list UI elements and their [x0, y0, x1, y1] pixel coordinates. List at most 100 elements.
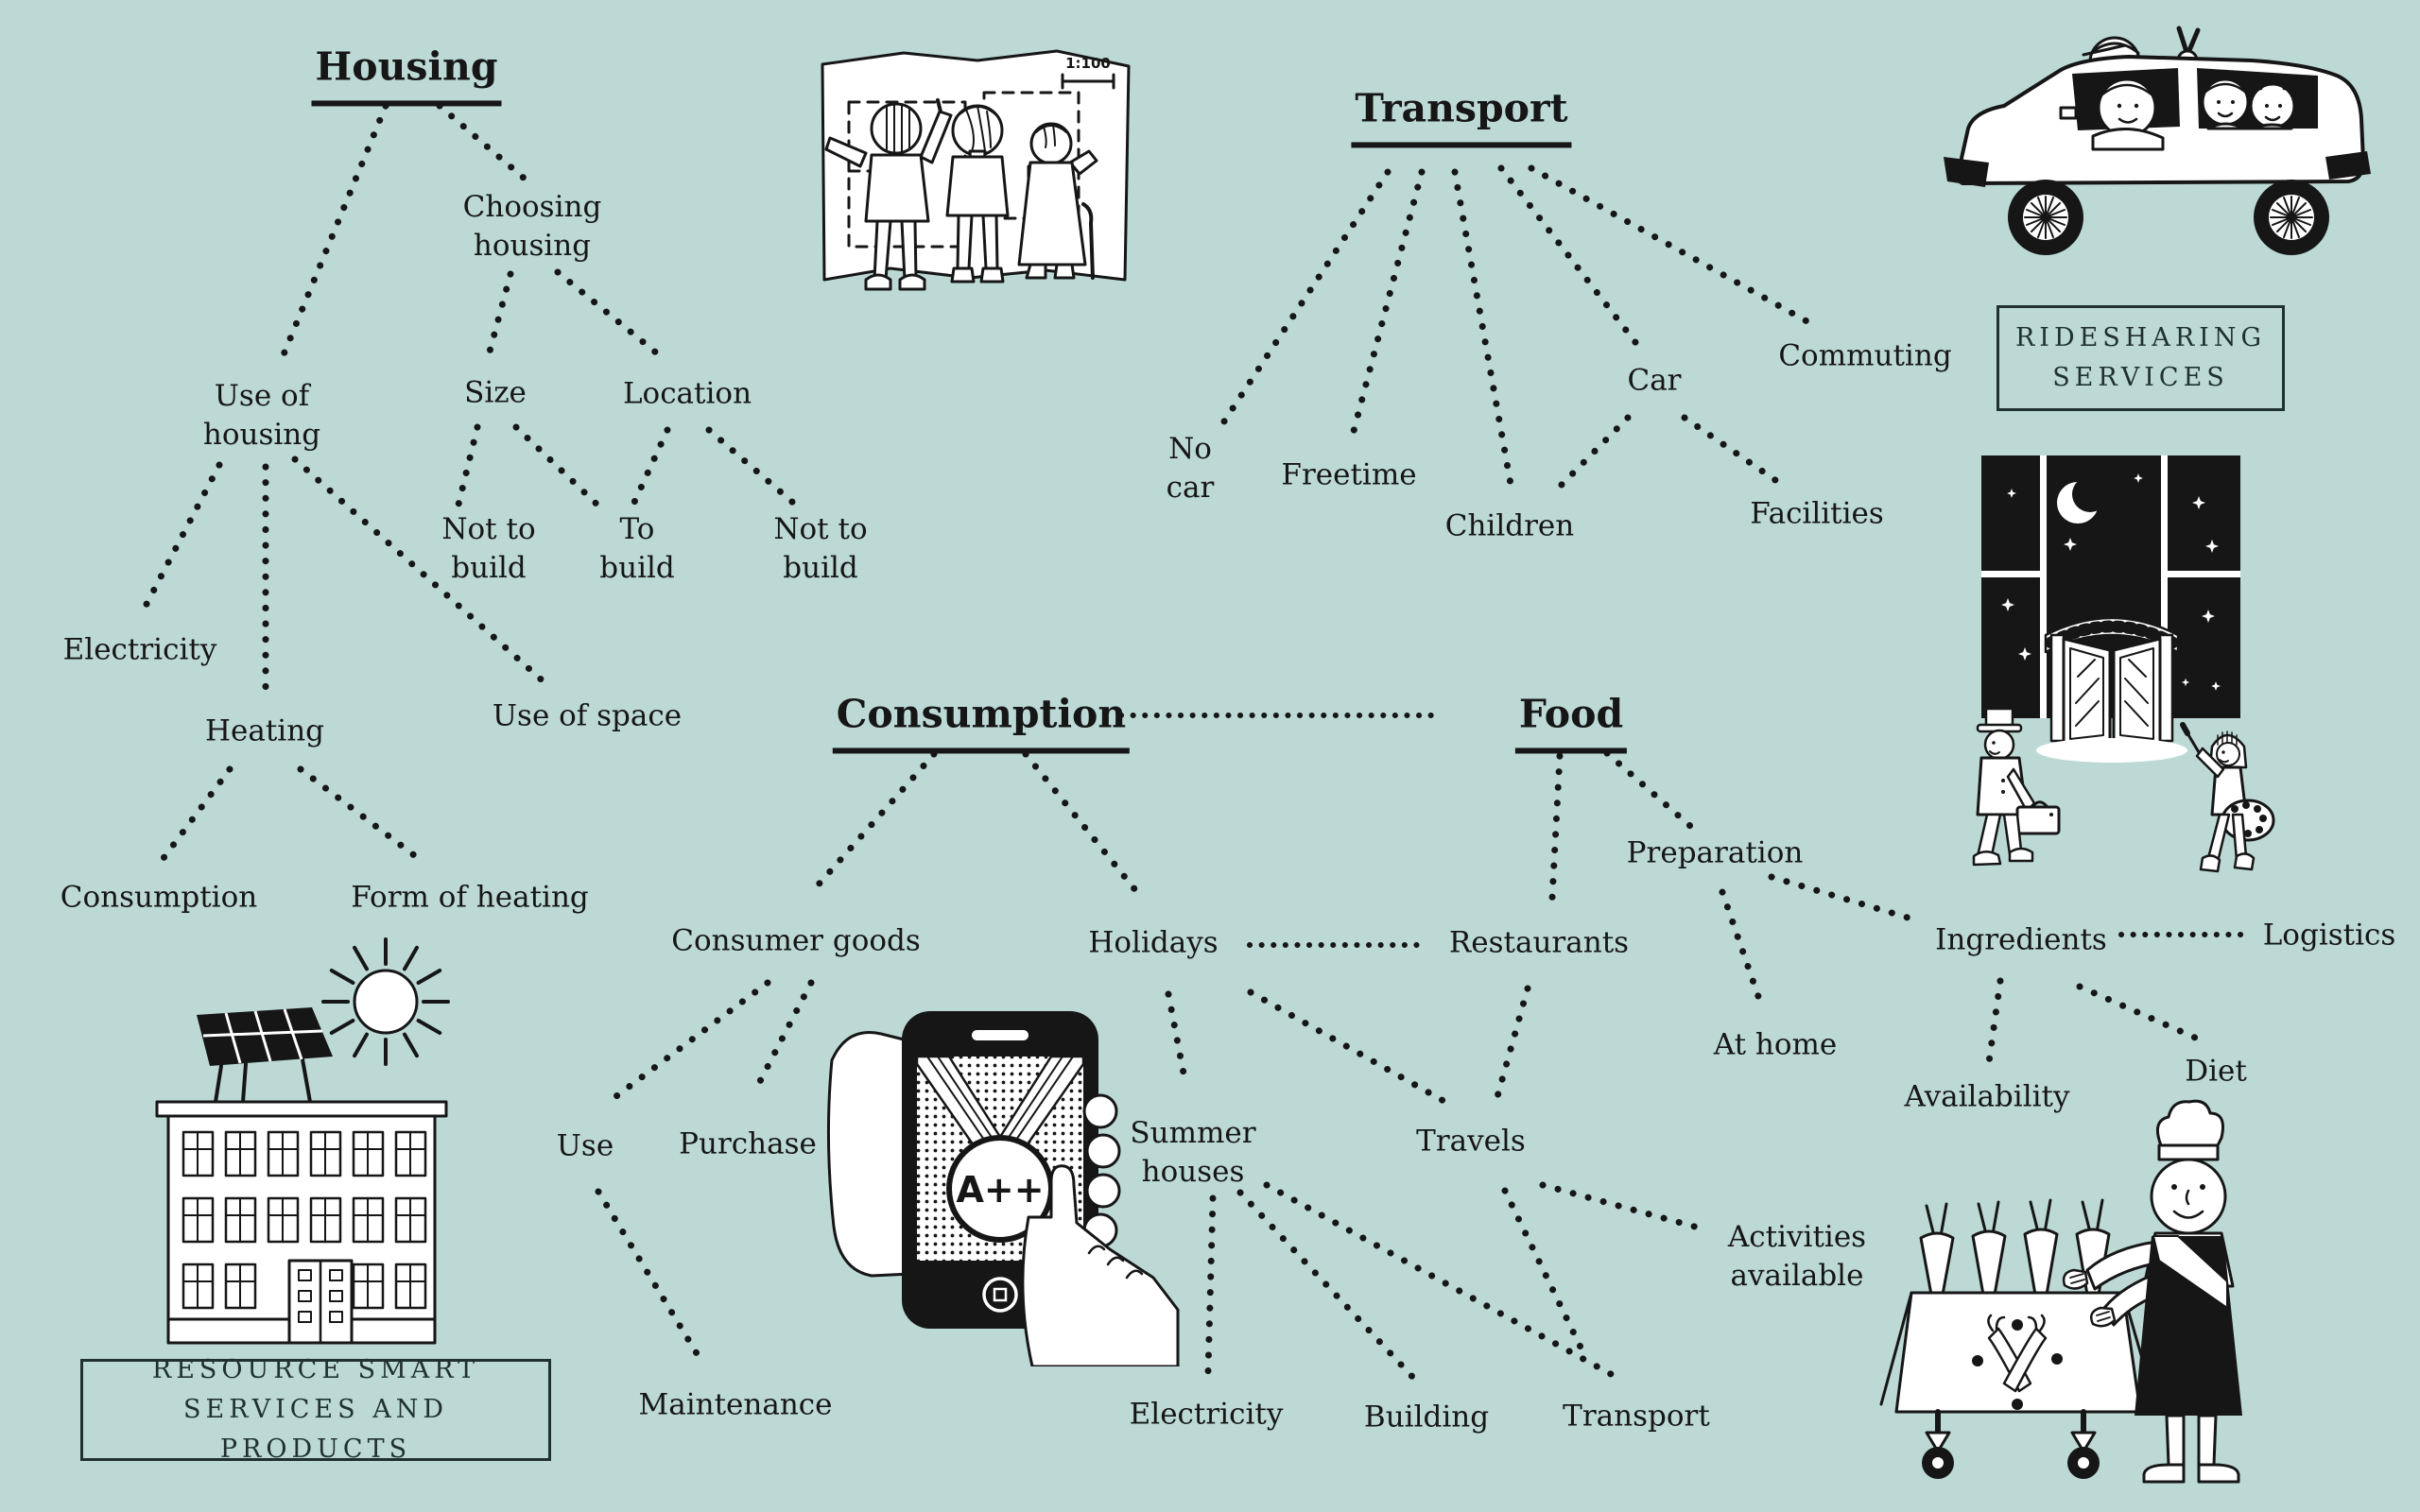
edge-consumption-holidays — [1022, 750, 1144, 900]
person-ponytail — [945, 104, 1010, 284]
node-facilities: Facilities — [1750, 496, 1884, 531]
edge-transport-commuting — [1528, 164, 1814, 327]
node-transport: Transport — [1351, 82, 1572, 148]
floor-plan-scene-illustration: 1:100 — [821, 49, 1131, 291]
person-pointing — [824, 98, 953, 291]
sun-icon — [321, 937, 450, 1066]
holding-hand — [826, 1031, 913, 1278]
node-to-build: To build — [599, 512, 675, 585]
node-activities-available: Activities available — [1727, 1220, 1867, 1293]
building-door — [287, 1259, 354, 1345]
edge-consumer-goods-purchase — [753, 979, 815, 1091]
edge-transport-freetime — [1349, 168, 1426, 438]
window-mullions — [1981, 455, 2240, 718]
node-consumption: Consumption — [832, 688, 1131, 754]
edge-food-restaurants — [1548, 752, 1564, 902]
edge-size-not-to-build-left — [454, 423, 481, 512]
node-ingredients: Ingredients — [1935, 922, 2107, 957]
edge-holidays-travels — [1247, 988, 1456, 1109]
node-travels: Travels — [1416, 1124, 1526, 1159]
resource-smart-box: RESOURCE SMART SERVICES AND PRODUCTS — [80, 1355, 551, 1464]
edge-choosing-housing-location — [554, 268, 666, 361]
edge-heating-form-of-heating — [297, 765, 422, 862]
edge-preparation-at-home — [1719, 888, 1766, 1011]
edge-housing-choosing-housing — [436, 102, 529, 183]
node-size: Size — [464, 375, 527, 410]
node-summer-houses: Summer houses — [1130, 1116, 1256, 1189]
edge-transport-car — [1497, 164, 1645, 353]
edge-consumption-consumer-goods — [813, 750, 938, 890]
edge-consumer-goods-use — [605, 979, 771, 1106]
node-freetime: Freetime — [1281, 457, 1417, 492]
man-with-briefcase — [1972, 707, 2061, 867]
knuckles — [1087, 1245, 1144, 1280]
node-heating: Heating — [204, 713, 325, 748]
chef-cart-illustration — [1879, 1099, 2242, 1484]
node-use-of-housing: Use of housing — [202, 379, 321, 452]
node-at-home: At home — [1713, 1027, 1838, 1062]
edge-use-of-housing-use-of-space — [291, 455, 550, 688]
node-electricity-summer: Electricity — [1129, 1397, 1284, 1432]
edge-heating-consumption-heating — [160, 765, 233, 862]
apartment-building — [155, 1100, 448, 1345]
chef-hat — [2155, 1099, 2224, 1147]
front-bumper — [1944, 157, 1989, 187]
edge-choosing-housing-size — [486, 270, 514, 355]
edge-car-children — [1549, 414, 1632, 497]
node-use: Use — [556, 1128, 614, 1163]
node-diet: Diet — [2185, 1054, 2247, 1089]
node-location: Location — [622, 376, 752, 411]
edge-travels-activities-available — [1539, 1181, 1705, 1232]
edge-transport-no-car — [1217, 168, 1392, 431]
node-consumption-heating: Consumption — [60, 880, 258, 915]
edge-ingredients-availability — [1985, 977, 2004, 1066]
node-children: Children — [1444, 508, 1575, 543]
node-transport-summer: Transport — [1563, 1399, 1710, 1434]
node-maintenance: Maintenance — [638, 1387, 833, 1422]
edge-use-of-housing-electricity-housing — [140, 461, 223, 613]
edge-summer-houses-building — [1236, 1189, 1419, 1383]
edge-preparation-ingredients — [1768, 873, 1921, 924]
rear-bumper — [2325, 151, 2371, 180]
node-electricity-housing: Electricity — [62, 632, 217, 667]
node-building: Building — [1363, 1400, 1490, 1435]
node-availability: Availability — [1904, 1079, 2070, 1114]
edge-location-not-to-build-right — [705, 426, 804, 512]
edge-food-preparation — [1603, 749, 1694, 830]
rear-passengers — [2201, 77, 2296, 130]
edge-transport-children — [1451, 168, 1514, 488]
building-windows — [182, 1130, 427, 1310]
edge-summer-houses-transport-summer — [1263, 1181, 1615, 1378]
node-car: Car — [1627, 363, 1682, 398]
rear-wheel — [2254, 180, 2329, 255]
node-restaurants: Restaurants — [1448, 925, 1630, 960]
driver — [2059, 77, 2165, 151]
apron-sash — [2152, 1235, 2228, 1309]
ridesharing-car-illustration — [1944, 26, 2371, 255]
node-choosing-housing: Choosing housing — [462, 190, 602, 263]
edge-size-to-build — [512, 423, 605, 512]
map-scale-bar: 1:100 — [1061, 55, 1115, 90]
home-button — [982, 1277, 1018, 1313]
crescent-moon — [2057, 476, 2108, 524]
edge-car-facilities — [1681, 414, 1779, 484]
phone-speaker — [972, 1030, 1028, 1040]
map-scale-label: 1:100 — [1065, 55, 1111, 72]
person-with-cane — [1017, 122, 1098, 280]
node-consumer-goods: Consumer goods — [671, 923, 921, 958]
pointing-finger — [1021, 1164, 1180, 1366]
edge-holidays-summer-houses — [1165, 990, 1189, 1087]
node-use-of-space: Use of space — [492, 698, 683, 733]
node-holidays: Holidays — [1088, 925, 1219, 960]
node-commuting: Commuting — [1778, 338, 1952, 373]
chef — [2062, 1099, 2242, 1484]
edge-housing-use-of-housing — [278, 102, 389, 363]
chef-arm-upper — [2085, 1240, 2163, 1291]
crossed-carrots-emblem — [1972, 1314, 2063, 1410]
node-food: Food — [1514, 688, 1628, 754]
node-preparation: Preparation — [1626, 835, 1804, 870]
energy-label-phone-illustration: A++ — [826, 1011, 1180, 1366]
cart-wheels — [1922, 1447, 2100, 1479]
